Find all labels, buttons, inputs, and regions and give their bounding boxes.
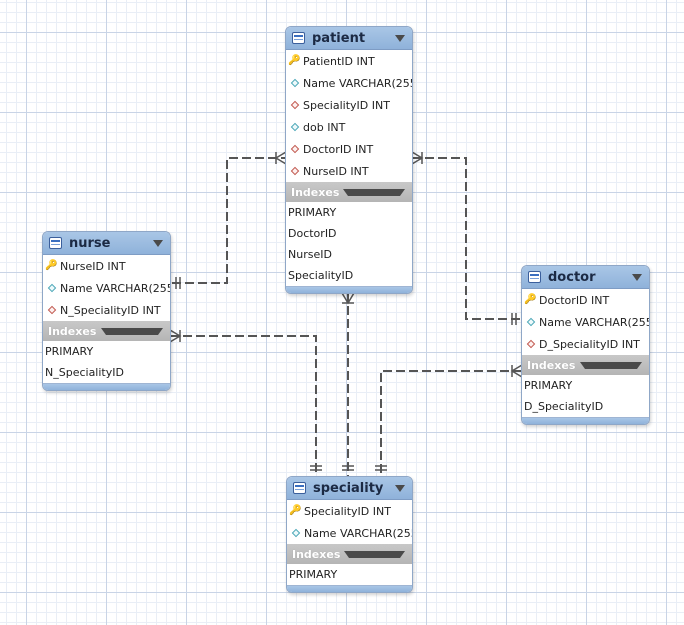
collapse-arrow-icon[interactable] xyxy=(395,34,405,42)
index-row[interactable]: PRIMARY xyxy=(288,206,337,219)
table-icon xyxy=(49,237,62,249)
table-header[interactable]: speciality xyxy=(287,477,412,500)
crowsfoot-patient-right-icon xyxy=(411,151,424,165)
foreign-key-diamond-icon xyxy=(290,166,299,176)
foreign-key-diamond-icon xyxy=(47,305,56,315)
column-row[interactable]: Name VARCHAR(255) xyxy=(287,522,412,544)
collapse-arrow-icon[interactable] xyxy=(343,188,405,196)
one-mark-doctor-icon xyxy=(511,313,517,325)
connector-nurse-patient[interactable] xyxy=(172,157,286,284)
indexes-header[interactable]: Indexes xyxy=(43,321,170,341)
table-doctor[interactable]: doctor 🔑DoctorID INT Name VARCHAR(255) D… xyxy=(521,265,650,425)
column-label: PatientID INT xyxy=(303,54,375,68)
column-row[interactable]: dob INT xyxy=(286,116,412,138)
column-row[interactable]: Name VARCHAR(255) xyxy=(522,311,649,333)
table-icon xyxy=(528,271,541,283)
column-row[interactable]: 🔑NurseID INT xyxy=(43,255,170,277)
collapse-arrow-icon[interactable] xyxy=(579,361,642,369)
one-mark-nurse-icon xyxy=(175,277,181,289)
table-speciality[interactable]: speciality 🔑SpecialityID INT Name VARCHA… xyxy=(286,476,413,593)
index-row[interactable]: SpecialityID xyxy=(288,269,354,282)
crowsfoot-nurse-icon xyxy=(169,329,182,343)
index-row[interactable]: N_SpecialityID xyxy=(45,366,124,379)
table-header[interactable]: patient xyxy=(286,27,412,50)
index-row[interactable]: NurseID xyxy=(288,248,332,261)
table-footer xyxy=(287,585,412,592)
indexes-header[interactable]: Indexes xyxy=(286,182,412,202)
column-label: Name VARCHAR(255) xyxy=(304,526,413,540)
index-row[interactable]: PRIMARY xyxy=(524,379,573,392)
collapse-arrow-icon[interactable] xyxy=(632,273,642,281)
column-row[interactable]: Name VARCHAR(255) xyxy=(43,277,170,299)
column-label: Name VARCHAR(255) xyxy=(539,315,650,329)
connector-doctor-patient[interactable] xyxy=(412,157,520,320)
table-name: speciality xyxy=(313,480,384,496)
index-row[interactable]: D_SpecialityID xyxy=(524,400,604,413)
index-row[interactable]: PRIMARY xyxy=(289,568,338,581)
column-label: N_SpecialityID INT xyxy=(60,303,161,317)
indexes-label: Indexes xyxy=(527,358,576,372)
column-label: dob INT xyxy=(303,120,346,134)
one-mark-speciality-2-icon xyxy=(342,465,354,471)
column-row[interactable]: 🔑SpecialityID INT xyxy=(287,500,412,522)
table-footer xyxy=(522,417,649,424)
column-row[interactable]: D_SpecialityID INT xyxy=(522,333,649,355)
table-name: doctor xyxy=(548,269,596,285)
key-icon: 🔑 xyxy=(289,505,302,516)
table-nurse[interactable]: nurse 🔑NurseID INT Name VARCHAR(255) N_S… xyxy=(42,231,171,391)
table-header[interactable]: doctor xyxy=(522,266,649,289)
indexes-label: Indexes xyxy=(291,185,340,199)
column-row[interactable]: DoctorID INT xyxy=(286,138,412,160)
column-row[interactable]: 🔑PatientID INT xyxy=(286,50,412,72)
key-icon: 🔑 xyxy=(45,260,58,271)
indexes-label: Indexes xyxy=(48,324,97,338)
connector-speciality-doctor[interactable] xyxy=(380,370,522,476)
table-icon xyxy=(293,482,306,494)
column-diamond-icon xyxy=(291,528,300,538)
crowsfoot-patient-bottom-icon xyxy=(341,292,355,305)
table-name: patient xyxy=(312,30,366,46)
column-row[interactable]: NurseID INT xyxy=(286,160,412,182)
table-header[interactable]: nurse xyxy=(43,232,170,255)
one-mark-speciality-1-icon xyxy=(310,465,322,471)
column-label: NurseID INT xyxy=(60,259,126,273)
table-footer xyxy=(43,383,170,390)
table-footer xyxy=(286,286,412,293)
connector-speciality-nurse[interactable] xyxy=(170,335,317,476)
column-label: D_SpecialityID INT xyxy=(539,337,640,351)
column-label: Name VARCHAR(255) xyxy=(303,76,413,90)
column-label: Name VARCHAR(255) xyxy=(60,281,171,295)
key-icon: 🔑 xyxy=(288,55,301,66)
key-icon: 🔑 xyxy=(524,294,537,305)
collapse-arrow-icon[interactable] xyxy=(343,550,405,558)
index-row[interactable]: DoctorID xyxy=(288,227,337,240)
column-label: SpecialityID INT xyxy=(304,504,391,518)
column-row[interactable]: 🔑DoctorID INT xyxy=(522,289,649,311)
column-row[interactable]: N_SpecialityID INT xyxy=(43,299,170,321)
one-mark-speciality-3-icon xyxy=(375,465,387,471)
foreign-key-diamond-icon xyxy=(290,100,299,110)
collapse-arrow-icon[interactable] xyxy=(100,327,163,335)
indexes-header[interactable]: Indexes xyxy=(287,544,412,564)
column-label: DoctorID INT xyxy=(303,142,374,156)
indexes-label: Indexes xyxy=(292,547,341,561)
table-icon xyxy=(292,32,305,44)
column-row[interactable]: Name VARCHAR(255) xyxy=(286,72,412,94)
column-label: NurseID INT xyxy=(303,164,369,178)
indexes-header[interactable]: Indexes xyxy=(522,355,649,375)
column-diamond-icon xyxy=(290,122,299,132)
column-diamond-icon xyxy=(526,317,535,327)
column-diamond-icon xyxy=(290,78,299,88)
index-row[interactable]: PRIMARY xyxy=(45,345,94,358)
foreign-key-diamond-icon xyxy=(526,339,535,349)
column-row[interactable]: SpecialityID INT xyxy=(286,94,412,116)
foreign-key-diamond-icon xyxy=(290,144,299,154)
column-label: DoctorID INT xyxy=(539,293,610,307)
column-diamond-icon xyxy=(47,283,56,293)
collapse-arrow-icon[interactable] xyxy=(395,484,405,492)
collapse-arrow-icon[interactable] xyxy=(153,239,163,247)
column-label: SpecialityID INT xyxy=(303,98,390,112)
table-patient[interactable]: patient 🔑PatientID INT Name VARCHAR(255)… xyxy=(285,26,413,294)
table-name: nurse xyxy=(69,235,111,251)
